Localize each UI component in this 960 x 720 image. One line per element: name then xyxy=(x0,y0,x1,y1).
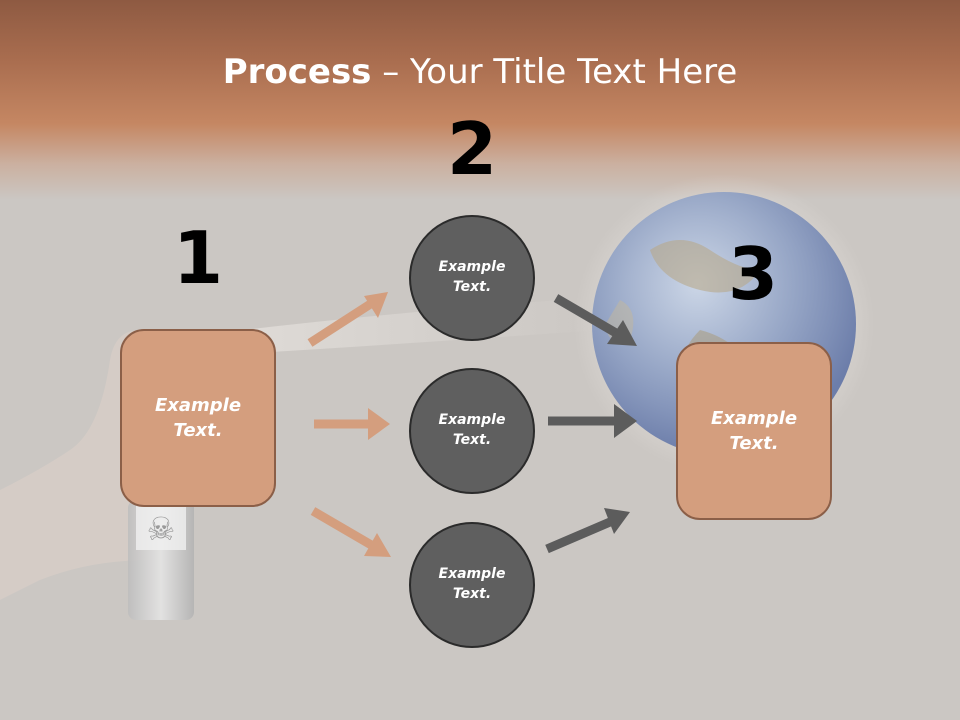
arrow-head xyxy=(604,508,630,534)
step-2-circle-top[interactable]: Example Text. xyxy=(409,215,535,341)
slide-title: Process – Your Title Text Here xyxy=(0,52,960,92)
arrow-head xyxy=(614,404,637,438)
step-2-circle-middle[interactable]: Example Text. xyxy=(409,368,535,494)
arrow-head xyxy=(364,533,391,557)
circle-label: Example Text. xyxy=(438,566,506,602)
arrow-from-top-circle xyxy=(553,294,619,337)
step-1-box[interactable]: Example Text. xyxy=(120,329,276,507)
orange-arrows xyxy=(307,292,391,557)
arrow-to-top-circle xyxy=(307,299,375,347)
arrow-head xyxy=(368,408,390,440)
title-rest: – Your Title Text Here xyxy=(371,52,738,92)
step-number-2: 2 xyxy=(446,107,498,191)
arrow-to-bottom-circle xyxy=(310,507,376,550)
gray-arrows xyxy=(545,294,637,554)
spray-can-icon: ☠ xyxy=(128,500,194,620)
circle-label: Example Text. xyxy=(438,259,506,295)
title-bold: Process xyxy=(222,52,372,92)
step-2-circle-bottom[interactable]: Example Text. xyxy=(409,522,535,648)
step-1-label: Example Text. xyxy=(154,394,242,441)
svg-text:☠: ☠ xyxy=(147,510,176,548)
header-band xyxy=(0,0,960,200)
step-number-1: 1 xyxy=(172,216,224,300)
step-3-box[interactable]: Example Text. xyxy=(676,342,832,520)
arrow-head xyxy=(607,320,637,346)
arrow-head xyxy=(364,292,388,318)
circle-label: Example Text. xyxy=(438,412,506,448)
step-3-label: Example Text. xyxy=(710,407,798,454)
step-number-3: 3 xyxy=(727,232,779,316)
hand-illustration xyxy=(0,330,150,600)
arrow-from-bottom-circle xyxy=(545,517,612,554)
